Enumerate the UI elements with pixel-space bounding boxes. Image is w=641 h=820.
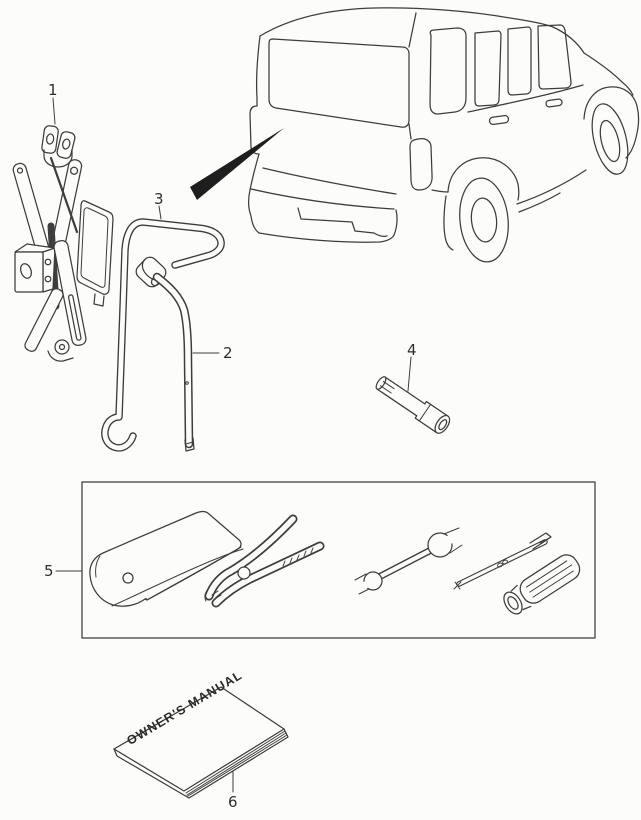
screwdriver-handle-illustration <box>503 554 581 615</box>
part-label-socket: 4 <box>407 341 417 359</box>
part-label-jack-handle: 3 <box>154 190 164 208</box>
screwdriver-bit-illustration <box>453 532 552 590</box>
scissor-jack-illustration <box>12 125 114 362</box>
tool-pouch-illustration <box>89 511 244 607</box>
tailgate-pointer-arrow <box>190 128 284 200</box>
tool-kit-box <box>81 481 596 639</box>
leader-line-3 <box>158 205 162 220</box>
door-handle-front <box>545 98 563 108</box>
open-end-wrench-illustration <box>354 527 463 595</box>
tool-kit-frame <box>81 481 596 639</box>
part-label-wheel-wrench: 2 <box>223 344 233 362</box>
wheel-wrench-illustration <box>135 256 195 452</box>
part-label-jack: 1 <box>48 81 58 99</box>
leader-line-1 <box>52 97 56 125</box>
pliers-illustration <box>204 514 325 608</box>
leader-line-4 <box>407 356 412 392</box>
vehicle-rear-illustration <box>248 7 640 263</box>
door-handle-rear <box>488 114 510 126</box>
owners-manual-illustration <box>113 686 289 799</box>
jack-handle-illustration <box>101 218 225 452</box>
part-label-tool-kit: 5 <box>44 562 54 580</box>
wheel-nut-socket-illustration <box>375 376 451 434</box>
leader-lines <box>52 97 412 793</box>
part-label-owners-manual: 6 <box>228 793 238 811</box>
